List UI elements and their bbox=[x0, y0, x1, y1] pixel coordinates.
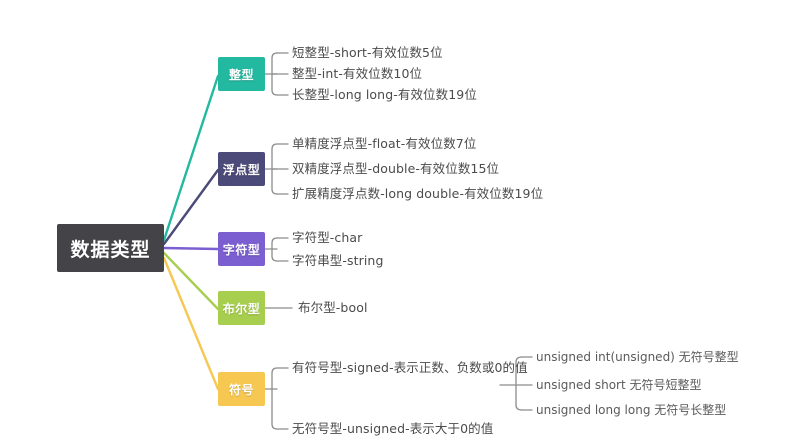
bracket-float bbox=[264, 143, 289, 195]
leaf-unsigned-long-long: unsigned long long 无符号长整型 bbox=[536, 403, 727, 417]
leaf-float-double: 双精度浮点型-double-有效位数15位 bbox=[292, 161, 500, 176]
branch-node-char[interactable]: 字符型 bbox=[218, 232, 265, 266]
connector-root-char bbox=[162, 246, 220, 251]
connector-root-integer bbox=[162, 74, 220, 242]
leaf-float-long-double: 扩展精度浮点数-long double-有效位数19位 bbox=[292, 186, 544, 201]
root-node-label: 数据类型 bbox=[70, 238, 151, 261]
connector-root-float bbox=[162, 168, 220, 246]
branch-node-bool[interactable]: 布尔型 bbox=[218, 291, 265, 325]
leaf-integer-short: 短整型-short-有效位数5位 bbox=[292, 45, 443, 60]
branch-node-float[interactable]: 浮点型 bbox=[218, 152, 265, 186]
leaf-float-float: 单精度浮点型-float-有效位数7位 bbox=[292, 136, 477, 151]
branch-node-bool-label: 布尔型 bbox=[222, 301, 261, 316]
leaf-sign-unsigned: 无符号型-unsigned-表示大于0的值 bbox=[292, 421, 494, 436]
leaf-unsigned-short: unsigned short 无符号短整型 bbox=[536, 378, 702, 392]
leaf-bool-bool: 布尔型-bool bbox=[298, 300, 368, 315]
root-node-data-type[interactable]: 数据类型 bbox=[57, 224, 164, 272]
leaf-integer-int: 整型-int-有效位数10位 bbox=[292, 66, 423, 81]
leaf-integer-long-long: 长整型-long long-有效位数19位 bbox=[292, 87, 477, 102]
branch-node-float-label: 浮点型 bbox=[222, 162, 261, 177]
branch-node-sign-label: 符号 bbox=[228, 382, 254, 397]
connector-root-bool bbox=[162, 251, 220, 311]
branch-node-char-label: 字符型 bbox=[222, 242, 261, 257]
leaf-sign-signed: 有符号型-signed-表示正数、负数或0的值 bbox=[292, 360, 528, 375]
bracket-char bbox=[264, 237, 289, 262]
leaf-unsigned-int: unsigned int(unsigned) 无符号整型 bbox=[536, 350, 739, 364]
branch-node-integer-label: 整型 bbox=[228, 67, 254, 82]
leaf-char-string: 字符串型-string bbox=[292, 253, 384, 268]
connector-root-sign bbox=[162, 256, 220, 391]
bracket-integer bbox=[264, 52, 289, 96]
bracket-sign bbox=[264, 367, 289, 430]
branch-node-integer[interactable]: 整型 bbox=[218, 57, 265, 91]
leaf-char-char: 字符型-char bbox=[292, 230, 363, 245]
branch-node-sign[interactable]: 符号 bbox=[218, 372, 265, 406]
